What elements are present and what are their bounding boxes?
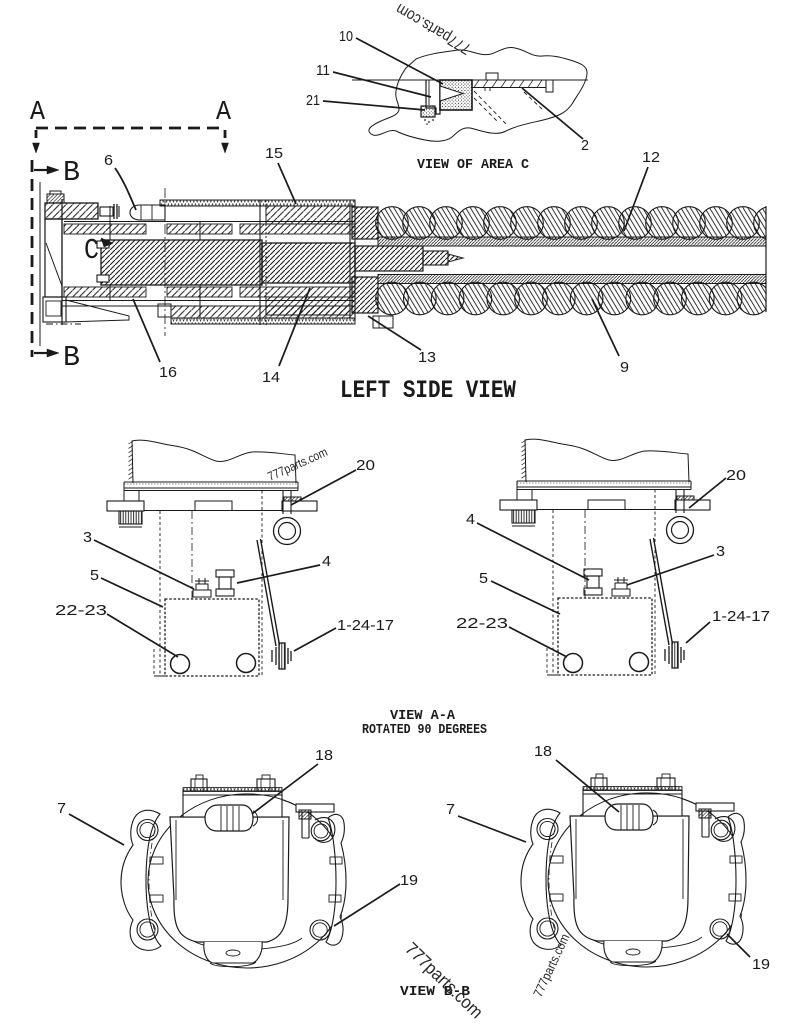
svg-text:B: B	[63, 341, 80, 374]
svg-text:15: 15	[265, 145, 283, 162]
svg-text:7: 7	[446, 801, 455, 818]
svg-text:19: 19	[752, 956, 770, 973]
svg-text:13: 13	[418, 349, 436, 366]
svg-text:VIEW A-A: VIEW A-A	[390, 708, 456, 724]
svg-text:18: 18	[534, 743, 552, 760]
svg-text:2: 2	[581, 137, 589, 154]
svg-text:16: 16	[159, 364, 177, 381]
svg-text:3: 3	[716, 543, 725, 560]
svg-text:10: 10	[339, 28, 353, 45]
svg-text:5: 5	[479, 570, 488, 587]
svg-text:5: 5	[90, 567, 99, 584]
svg-text:18: 18	[315, 747, 333, 764]
svg-text:B: B	[63, 156, 80, 189]
svg-text:C: C	[84, 234, 99, 267]
svg-text:20: 20	[356, 457, 375, 474]
svg-text:LEFT SIDE VIEW: LEFT SIDE VIEW	[340, 376, 516, 405]
svg-text:6: 6	[104, 152, 113, 169]
svg-text:21: 21	[306, 92, 320, 109]
svg-text:ROTATED 90 DEGREES: ROTATED 90 DEGREES	[362, 722, 487, 738]
svg-text:12: 12	[642, 149, 660, 166]
svg-text:7: 7	[57, 800, 66, 817]
svg-text:3: 3	[83, 529, 92, 546]
svg-text:11: 11	[316, 62, 330, 79]
svg-text:22-23: 22-23	[456, 615, 508, 632]
svg-text:A: A	[30, 98, 46, 128]
svg-text:1-24-17: 1-24-17	[712, 608, 770, 625]
svg-text:VIEW OF AREA C: VIEW OF AREA C	[417, 157, 530, 173]
svg-text:VIEW B-B: VIEW B-B	[400, 984, 471, 1000]
svg-text:1-24-17: 1-24-17	[337, 617, 394, 634]
svg-text:9: 9	[620, 359, 629, 376]
svg-text:14: 14	[262, 369, 280, 386]
svg-text:4: 4	[466, 511, 475, 528]
svg-text:20: 20	[726, 467, 746, 484]
svg-text:22-23: 22-23	[55, 602, 107, 619]
svg-text:A: A	[216, 98, 232, 128]
svg-text:4: 4	[322, 553, 331, 570]
svg-text:19: 19	[400, 872, 418, 889]
